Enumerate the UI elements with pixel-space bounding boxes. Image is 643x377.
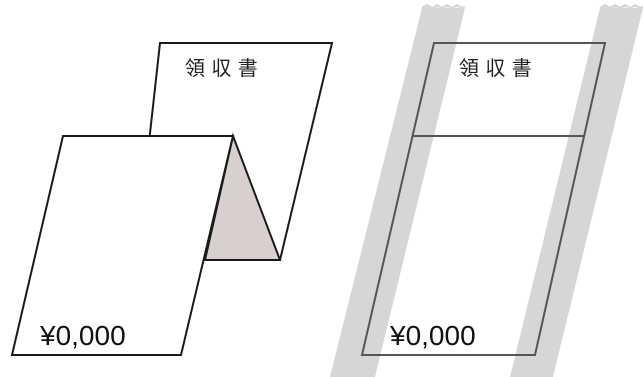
right-taped-receipt: 領 収 書 ¥0,000 xyxy=(330,3,643,377)
right-receipt-outline xyxy=(360,42,607,356)
left-receipt-amount: ¥0,000 xyxy=(39,320,126,351)
right-tape-strip xyxy=(510,8,643,377)
right-receipt-title: 領 収 書 xyxy=(459,56,532,80)
left-receipt-front-panel xyxy=(10,135,235,356)
left-receipt-title: 領 収 書 xyxy=(185,56,258,80)
left-tape-serrated-edge xyxy=(421,3,466,10)
right-receipt-amount: ¥0,000 xyxy=(389,320,476,351)
right-tape-serrated-edge xyxy=(599,3,643,10)
left-tape-strip xyxy=(330,8,465,377)
left-folded-receipt: 領 収 書 ¥0,000 xyxy=(10,42,334,356)
